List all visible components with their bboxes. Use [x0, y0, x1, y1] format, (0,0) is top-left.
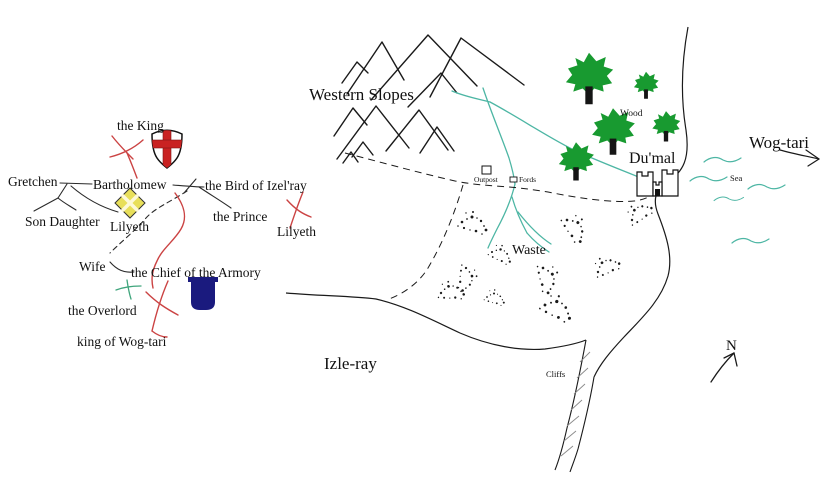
label-lilyeth-2: Lilyeth [277, 224, 316, 239]
waste-speckles [434, 196, 656, 324]
label-waste: Waste [512, 243, 546, 258]
label-western-slopes: Western Slopes [309, 85, 414, 104]
region-boundary-line [285, 292, 587, 350]
label-the-prince: the Prince [213, 209, 267, 224]
label-bartholomew: Bartholomew [93, 177, 167, 192]
sea-wave-icon [689, 156, 786, 244]
label-wog-tari: Wog-tari [749, 133, 809, 152]
label-chief-of-armory: the Chief of the Armory [131, 265, 261, 280]
trail-dashed-path [344, 152, 658, 300]
label-wood: Wood [620, 109, 643, 119]
wog-tari-direction-arrow-icon [779, 149, 820, 167]
label-sea: Sea [730, 173, 743, 183]
label-outpost: Outpost [474, 175, 499, 184]
north-arrow-icon [710, 352, 738, 383]
yellow-diamond-token-icon [114, 187, 146, 219]
label-the-overlord: the Overlord [68, 303, 137, 318]
label-wife: Wife [79, 259, 105, 274]
label-izle-ray: Izle-ray [324, 354, 377, 373]
kings-shield-red-cross-icon [151, 129, 183, 170]
label-lilyeth: Lilyeth [110, 219, 149, 234]
label-dumal: Du'mal [629, 150, 676, 167]
mountain-range-icon [333, 34, 525, 164]
label-fords: Fords [519, 175, 536, 184]
label-son-daughter: Son Daughter [25, 214, 100, 229]
map-labels: Western Slopes Izle-ray Waste Wood Du'ma… [309, 85, 809, 379]
green-cross-mark-icon [115, 279, 142, 300]
label-gretchen: Gretchen [8, 174, 58, 189]
ford-marker-icon [509, 176, 518, 183]
blue-tower-token-icon [188, 277, 218, 310]
cliffs-icon [554, 339, 595, 473]
family-tree-connectors [33, 178, 232, 273]
label-cliffs: Cliffs [546, 369, 565, 379]
label-king-of-wogtari: king of Wog-tari [77, 334, 167, 349]
castle-icon [636, 169, 679, 197]
label-bird-of-izelray: the Bird of Izel'ray [205, 178, 307, 193]
coastline [593, 26, 689, 378]
outpost-marker-icon [481, 165, 492, 175]
label-compass-north: N [726, 338, 737, 354]
label-the-king: the King [117, 118, 164, 133]
family-tree-labels: the King Gretchen Bartholomew the Bird o… [8, 118, 316, 349]
red-cross-battle-mark-icon [109, 135, 312, 338]
